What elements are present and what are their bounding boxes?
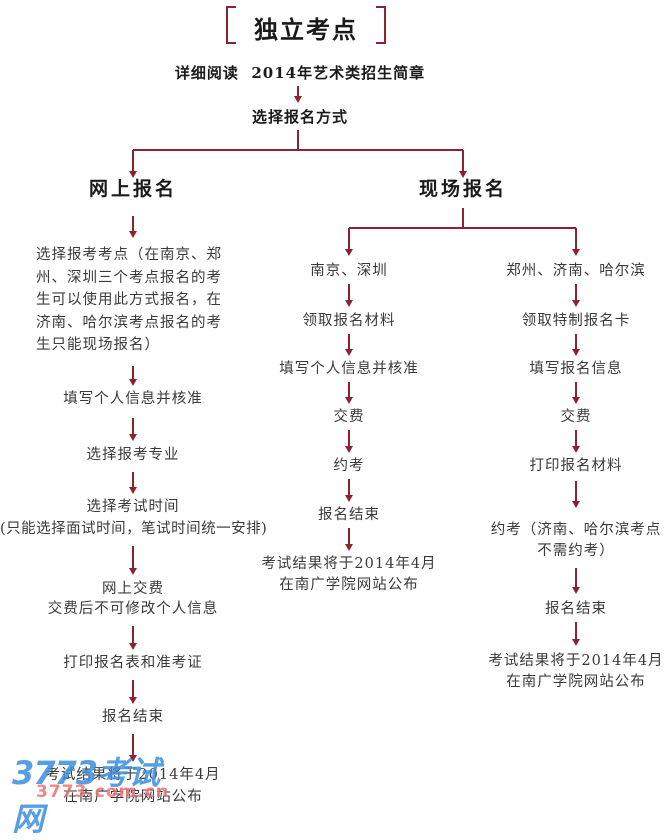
online-arrow-5-arrowhead-icon	[129, 568, 137, 575]
diagram-title: 独立考点	[226, 6, 386, 46]
online-arrow-6-arrowhead-icon	[129, 643, 137, 650]
b-arrow-7-arrowhead-icon	[572, 639, 580, 646]
b-arrow-4-arrowhead-icon	[572, 446, 580, 453]
onsite-a-book-exam: 约考	[333, 458, 365, 474]
left-bracket-decoration	[226, 6, 236, 44]
step-read-brochure: 详细阅读 2014年艺术类招生简章	[174, 64, 426, 82]
b-arrow-2-arrowhead-icon	[572, 349, 580, 356]
onsite-b-get-card: 领取特制报名卡	[521, 313, 631, 329]
online-arrow-8-arrowhead-icon	[129, 755, 137, 762]
onsite-b-location: 郑州、济南、哈尔滨	[506, 263, 646, 279]
a-arrow-6-arrowhead-icon	[345, 544, 353, 551]
online-step-print: 打印报名表和准考证	[63, 655, 203, 671]
a-arrow-5-arrowhead-icon	[345, 495, 353, 502]
onsite-b-pay: 交费	[560, 409, 592, 425]
online-arrow-7-arrowhead-icon	[129, 697, 137, 704]
online-arrow-4-arrowhead-icon	[129, 487, 137, 494]
onsite-a-end: 报名结束	[318, 507, 380, 523]
onsite-a-get-materials: 领取报名材料	[302, 313, 396, 329]
onsite-b-book-exam: 约考（济南、哈尔滨考点	[490, 522, 662, 538]
b-arrow-1-arrowhead-icon	[572, 300, 580, 307]
onsite-b-fill-info: 填写报名信息	[529, 361, 623, 377]
online-step-choose-time-note: (只能选择面试时间，笔试时间统一安排)	[0, 521, 268, 537]
a-arrow-1-arrowhead-icon	[345, 300, 353, 307]
b-arrow-3-arrowhead-icon	[572, 397, 580, 404]
online-step-pay-note: 交费后不可修改个人信息	[47, 601, 219, 617]
onsite-a-result: 考试结果将于2014年4月	[261, 556, 437, 572]
onsite-b-book-exam-note: 不需约考）	[537, 543, 615, 559]
onsite-arrow-to-a-arrowhead-icon	[345, 249, 353, 256]
right-bracket-decoration	[376, 6, 386, 44]
onsite-b-result: 考试结果将于2014年4月	[488, 653, 664, 669]
arrow-to-onsite-arrowhead-icon	[459, 171, 467, 178]
online-step-choose-time: 选择考试时间	[86, 499, 180, 515]
online-step-end: 报名结束	[102, 709, 164, 725]
arrow-read-to-method-arrowhead-icon	[294, 96, 302, 103]
step-choose-method: 选择报名方式	[251, 108, 348, 126]
online-step-pay: 网上交费	[102, 581, 164, 597]
arrow-to-online-arrowhead-icon	[129, 171, 137, 178]
online-heading: 网上报名	[88, 178, 177, 200]
online-arrow-2-arrowhead-icon	[129, 379, 137, 386]
online-arrow-1-arrowhead-icon	[129, 231, 137, 238]
title-text: 独立考点	[254, 15, 358, 44]
onsite-b-result-publish: 在南广学院网站公布	[506, 674, 646, 690]
b-arrow-5-arrowhead-icon	[572, 501, 580, 508]
a-arrow-2-arrowhead-icon	[345, 349, 353, 356]
onsite-a-fill-info: 填写个人信息并核准	[279, 361, 419, 377]
online-step-fill-info: 填写个人信息并核准	[63, 391, 203, 407]
onsite-b-print: 打印报名材料	[529, 458, 623, 474]
onsite-b-end: 报名结束	[545, 601, 607, 617]
online-step-result-publish: 在南广学院网站公布	[63, 789, 203, 805]
a-arrow-3-arrowhead-icon	[345, 397, 353, 404]
onsite-arrow-to-b-arrowhead-icon	[572, 249, 580, 256]
onsite-a-location: 南京、深圳	[310, 263, 388, 279]
b-arrow-6-arrowhead-icon	[572, 587, 580, 594]
online-step-choose-major: 选择报考专业	[86, 447, 180, 463]
onsite-a-result-publish: 在南广学院网站公布	[279, 577, 419, 593]
a-arrow-4-arrowhead-icon	[345, 446, 353, 453]
online-step-choose-location: 选择报考考点（在南京、郑州、深圳三个考点报名的考生可以使用此方式报名，在济南、哈…	[36, 247, 222, 353]
online-step-result: 考试结果将于2014年4月	[45, 767, 221, 783]
onsite-a-pay: 交费	[333, 409, 365, 425]
online-arrow-3-arrowhead-icon	[129, 434, 137, 441]
onsite-heading: 现场报名	[418, 178, 507, 200]
